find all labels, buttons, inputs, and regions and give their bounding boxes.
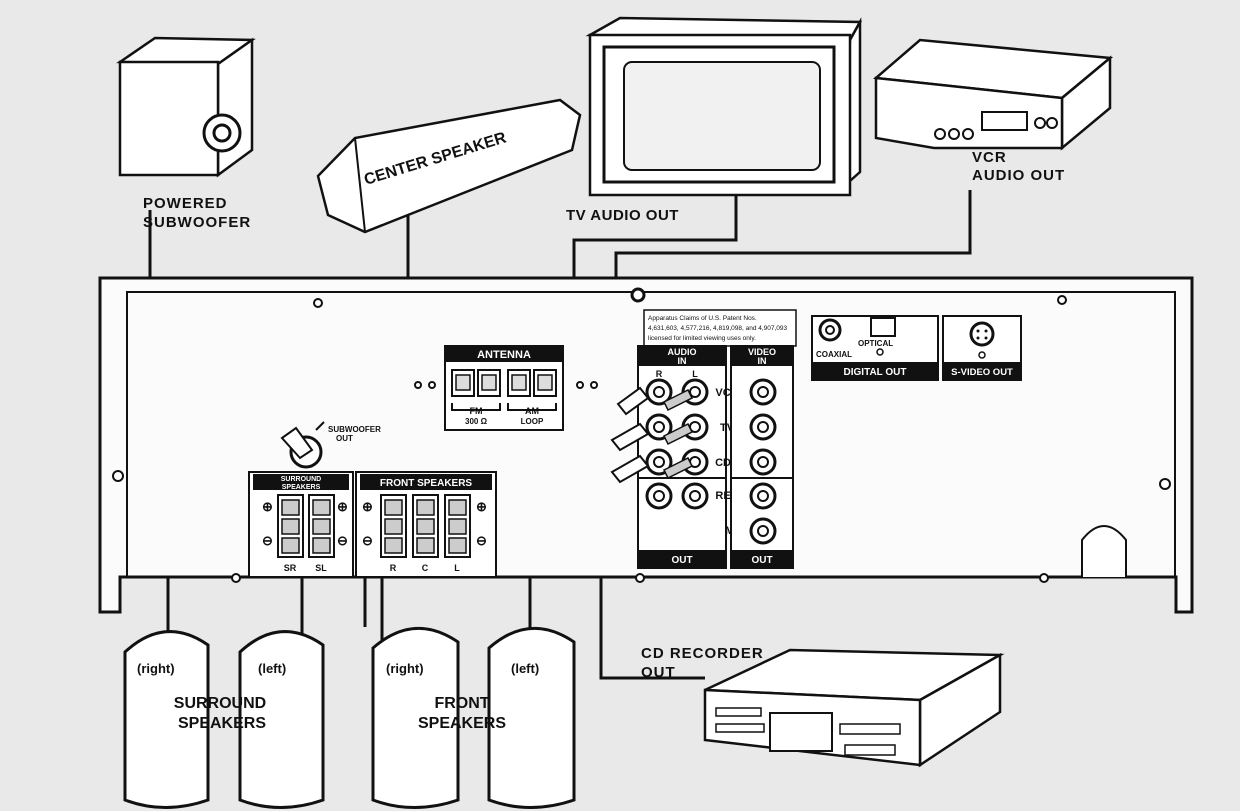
front-left-label: (left) (511, 661, 539, 676)
video-in-hdr-2: IN (758, 356, 767, 366)
surround-speakers-label-1: SURROUND (174, 695, 266, 712)
audio-in-hdr-2: IN (678, 356, 687, 366)
surround-plus-icon: ⊕ (262, 499, 273, 514)
am-loop-label: LOOP (521, 417, 544, 426)
front-speakers-label-2: SPEAKERS (418, 715, 506, 732)
sr-label: SR (284, 563, 297, 573)
front-minus-icon: ⊖ (362, 533, 373, 548)
patent-line-2: 4,631,603, 4,577,216, 4,819,098, and 4,9… (648, 325, 788, 332)
audio-in-hdr-1: AUDIO (668, 347, 697, 357)
front-speaker-terminals: FRONT SPEAKERS ⊕ ⊖ ⊕ ⊖ R C L (355, 471, 497, 578)
am-label: AM (525, 406, 539, 416)
svideo-jack-icon (969, 321, 995, 347)
center-speaker: CENTER SPEAKER (316, 98, 582, 234)
cd-display (769, 712, 833, 752)
powered-subwoofer (116, 36, 256, 178)
surround-plus-icon-2: ⊕ (337, 499, 348, 514)
front-right-label: (right) (386, 661, 424, 676)
fm-ohm-label: 300 Ω (465, 417, 488, 426)
vcr (873, 38, 1114, 151)
patent-line-1: Apparatus Claims of U.S. Patent Nos. (648, 315, 757, 322)
cd-recorder-out-label-1: CD RECORDER (641, 645, 764, 662)
vcr-audio-out-label-2: AUDIO OUT (972, 167, 1065, 184)
front-r-label: R (390, 563, 397, 573)
surround-minus-icon: ⊖ (262, 533, 273, 548)
surround-right-label: (right) (137, 661, 175, 676)
coaxial-label: COAXIAL (816, 350, 852, 359)
surround-hdr-1: SURROUND (281, 476, 321, 483)
sl-label: SL (315, 563, 327, 573)
front-minus-icon-2: ⊖ (476, 533, 487, 548)
tv-audio-out-label: TV AUDIO OUT (566, 207, 679, 224)
audio-out-label: OUT (671, 555, 692, 566)
front-plus-icon-2: ⊕ (476, 499, 487, 514)
patent-notice: Apparatus Claims of U.S. Patent Nos. 4,6… (643, 309, 797, 347)
optical-label: OPTICAL (858, 339, 893, 348)
audio-l-label: L (692, 369, 698, 379)
audio-jacks: AUDIO IN R L OUT (610, 345, 727, 569)
subwoofer-out-label-2: OUT (336, 434, 353, 443)
powered-subwoofer-label-2: SUBWOOFER (143, 214, 251, 231)
surround-left-label: (left) (258, 661, 286, 676)
subwoofer-out-label-1: SUBWOOFER (328, 425, 381, 434)
cd-recorder (703, 648, 1005, 768)
tv (585, 16, 863, 197)
front-speakers-hdr: FRONT SPEAKERS (380, 478, 473, 489)
front-plus-icon: ⊕ (362, 499, 373, 514)
front-c-label: C (422, 563, 429, 573)
vcr-audio-out-label-1: VCR (972, 149, 1007, 166)
digital-out: COAXIAL OPTICAL DIGITAL OUT (811, 315, 939, 381)
cd-recorder-out-label-2: OUT (641, 664, 676, 681)
patent-line-3: licensed for limited viewing uses only. (648, 335, 756, 342)
surround-right-speaker (123, 630, 210, 809)
surround-speaker-terminals: SURROUND SPEAKERS ⊕ ⊖ ⊕ ⊖ SR SL (248, 471, 354, 578)
audio-r-label: R (656, 369, 663, 379)
fm-label: FM (470, 406, 483, 416)
antenna-terminals: ANTENNA FM 300 Ω AM LOOP (444, 345, 564, 431)
svideo-out: S-VIDEO OUT (942, 315, 1022, 381)
video-out-label: OUT (751, 555, 772, 566)
digital-out-label: DIGITAL OUT (844, 367, 907, 378)
video-jacks: VIDEO IN OUT (730, 345, 794, 569)
subwoofer-out-jack (280, 421, 325, 469)
surround-speakers-label-2: SPEAKERS (178, 715, 266, 732)
svideo-out-label: S-VIDEO OUT (951, 367, 1013, 378)
front-l-label: L (454, 563, 460, 573)
front-left-speaker (487, 626, 576, 809)
front-right-speaker (371, 626, 460, 809)
antenna-label: ANTENNA (477, 349, 531, 361)
powered-subwoofer-label-1: POWERED (143, 195, 228, 212)
surround-left-speaker (238, 630, 325, 809)
vcr-tape-slot (981, 111, 1028, 131)
video-in-hdr-1: VIDEO (748, 347, 776, 357)
surround-hdr-2: SPEAKERS (282, 484, 321, 491)
subwoofer-plug-icon (280, 426, 314, 460)
front-speakers-label-1: FRONT (434, 695, 489, 712)
surround-minus-icon-2: ⊖ (337, 533, 348, 548)
